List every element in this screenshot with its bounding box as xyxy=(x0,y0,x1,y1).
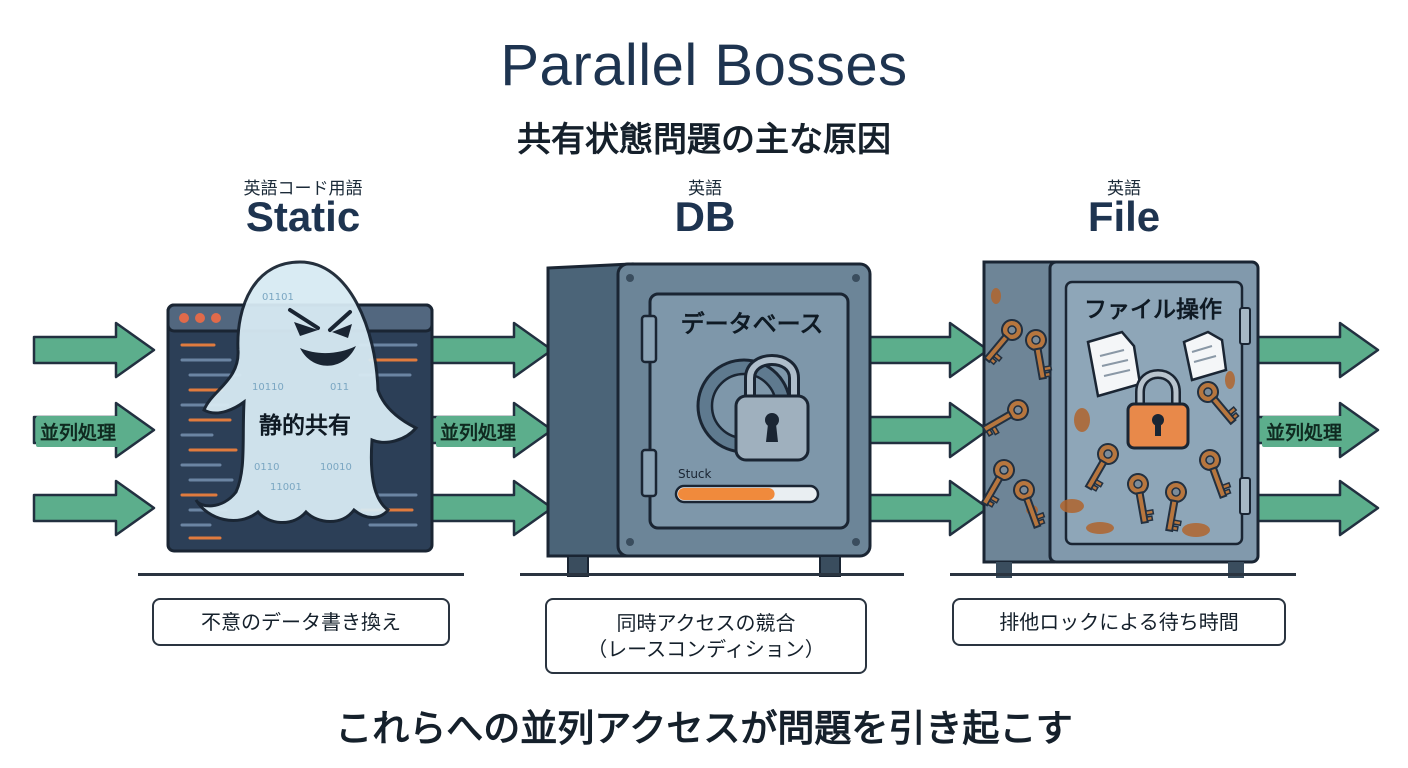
static-caption: 不意のデータ書き換え xyxy=(152,598,450,646)
arrow-db-file-bottom xyxy=(866,479,990,537)
file-caption: 排他ロックによる待ち時間 xyxy=(952,598,1286,646)
arrow-static-db-top xyxy=(430,321,554,379)
database-safe-icon xyxy=(546,262,872,577)
db-caption-line1: 同時アクセスの競合 xyxy=(616,611,796,635)
page-title: Parallel Bosses xyxy=(500,33,908,98)
file-cabinet-icon xyxy=(982,260,1260,578)
static-baseline xyxy=(138,573,464,576)
file-big-label: File xyxy=(1087,193,1161,240)
ghost-icon: 01101 10110 011 0110 10010 11001 xyxy=(194,260,419,524)
db-small-label: 英語 xyxy=(688,179,722,199)
file-small-label: 英語 xyxy=(1107,179,1141,199)
status-text: Stuck xyxy=(678,467,712,481)
footer-statement: これらへの並列アクセスが問題を引き起こす xyxy=(335,707,1073,750)
db-big-label: DB xyxy=(674,193,736,240)
arrow-db-file-top xyxy=(866,321,990,379)
parallel-label-left: 並列処理 xyxy=(36,416,121,447)
svg-text:11001: 11001 xyxy=(270,482,302,493)
svg-text:0110: 0110 xyxy=(254,462,279,473)
static-big-label: Static xyxy=(245,193,361,240)
db-caption: 同時アクセスの競合 （レースコンディション） xyxy=(545,598,867,674)
svg-text:011: 011 xyxy=(330,382,349,393)
db-caption-line2: （レースコンディション） xyxy=(587,637,825,661)
parallel-label-right: 並列処理 xyxy=(1262,416,1347,447)
svg-text:10010: 10010 xyxy=(320,462,352,473)
progress-fill xyxy=(678,488,775,500)
arrow-out-file-bottom xyxy=(1256,479,1380,537)
svg-text:01101: 01101 xyxy=(262,292,294,303)
parallel-label-middle: 並列処理 xyxy=(436,416,521,447)
arrow-in-static-bottom xyxy=(32,479,156,537)
db-baseline xyxy=(520,573,904,576)
arrow-in-static-top xyxy=(32,321,156,379)
db-inner-label: データベース xyxy=(680,310,824,338)
file-baseline xyxy=(950,573,1296,576)
arrow-db-file-mid xyxy=(866,401,990,459)
file-inner-label: ファイル操作 xyxy=(1084,297,1222,323)
arrow-static-db-bottom xyxy=(430,479,554,537)
svg-text:10110: 10110 xyxy=(252,382,284,393)
page-subtitle: 共有状態問題の主な原因 xyxy=(517,120,891,160)
static-small-label: 英語コード用語 xyxy=(243,179,363,199)
arrow-out-file-top xyxy=(1256,321,1380,379)
static-inner-label: 静的共有 xyxy=(259,413,351,439)
